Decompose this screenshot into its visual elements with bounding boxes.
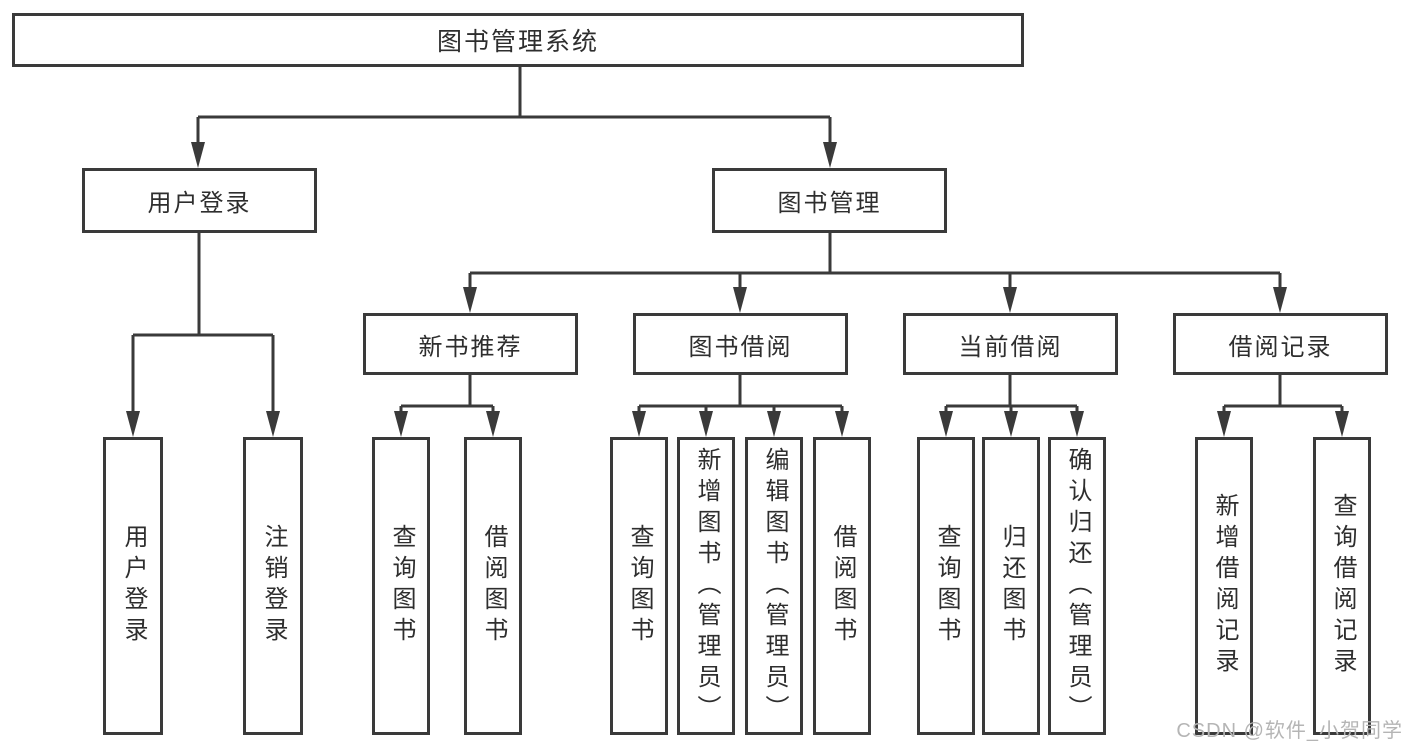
leaf-user-login: 用户登录 <box>103 437 163 735</box>
leaf-query-borrow-record: 查询借阅记录 <box>1313 437 1371 735</box>
leaf-query-books-recommend-label: 查询图书 <box>388 524 415 648</box>
arrowheads <box>126 142 1349 437</box>
node-user-login-label: 用户登录 <box>147 190 252 217</box>
leaf-query-books-borrow-label: 查询图书 <box>626 524 653 648</box>
leaf-query-books-borrow: 查询图书 <box>610 437 668 735</box>
leaf-return-books-label: 归还图书 <box>998 524 1025 648</box>
leaf-edit-books-admin: 编辑图书（管理员） <box>745 437 803 735</box>
node-library-system-label: 图书管理系统 <box>436 28 599 56</box>
leaf-borrow-books: 借阅图书 <box>813 437 871 735</box>
leaf-borrow-books-recommend-label: 借阅图书 <box>480 524 507 648</box>
leaf-confirm-return-admin: 确认归还（管理员） <box>1048 437 1106 735</box>
node-library-system: 图书管理系统 <box>12 13 1024 67</box>
leaf-query-borrow-record-label: 查询借阅记录 <box>1329 493 1356 679</box>
leaf-return-books: 归还图书 <box>982 437 1040 735</box>
leaf-edit-books-admin-label: 编辑图书（管理员） <box>761 446 788 726</box>
node-book-management-label: 图书管理 <box>777 190 882 217</box>
node-current-borrowing: 当前借阅 <box>903 313 1118 375</box>
leaf-add-borrow-record-label: 新增借阅记录 <box>1211 493 1238 679</box>
leaf-borrow-books-recommend: 借阅图书 <box>464 437 522 735</box>
node-borrowing-records: 借阅记录 <box>1173 313 1388 375</box>
leaf-confirm-return-admin-label: 确认归还（管理员） <box>1064 446 1091 726</box>
node-current-borrowing-label: 当前借阅 <box>958 333 1063 361</box>
leaf-logout: 注销登录 <box>243 437 303 735</box>
node-new-book-recommendation: 新书推荐 <box>363 313 578 375</box>
node-new-book-recommendation-label: 新书推荐 <box>418 333 523 361</box>
leaf-add-books-admin-label: 新增图书（管理员） <box>693 446 720 726</box>
leaf-borrow-books-label: 借阅图书 <box>829 524 856 648</box>
leaf-query-books-current: 查询图书 <box>917 437 975 735</box>
leaf-query-books-current-label: 查询图书 <box>933 524 960 648</box>
node-user-login: 用户登录 <box>82 168 317 233</box>
node-borrowing-records-label: 借阅记录 <box>1228 333 1333 361</box>
csdn-watermark: CSDN @软件_小贺同学 <box>1176 720 1403 742</box>
leaf-logout-label: 注销登录 <box>260 524 287 648</box>
node-book-borrowing: 图书借阅 <box>633 313 848 375</box>
leaf-add-books-admin: 新增图书（管理员） <box>677 437 735 735</box>
leaf-user-login-label: 用户登录 <box>120 524 147 648</box>
node-book-management: 图书管理 <box>712 168 947 233</box>
connector-path <box>131 67 1344 414</box>
leaf-add-borrow-record: 新增借阅记录 <box>1195 437 1253 735</box>
node-book-borrowing-label: 图书借阅 <box>688 333 793 361</box>
leaf-query-books-recommend: 查询图书 <box>372 437 430 735</box>
